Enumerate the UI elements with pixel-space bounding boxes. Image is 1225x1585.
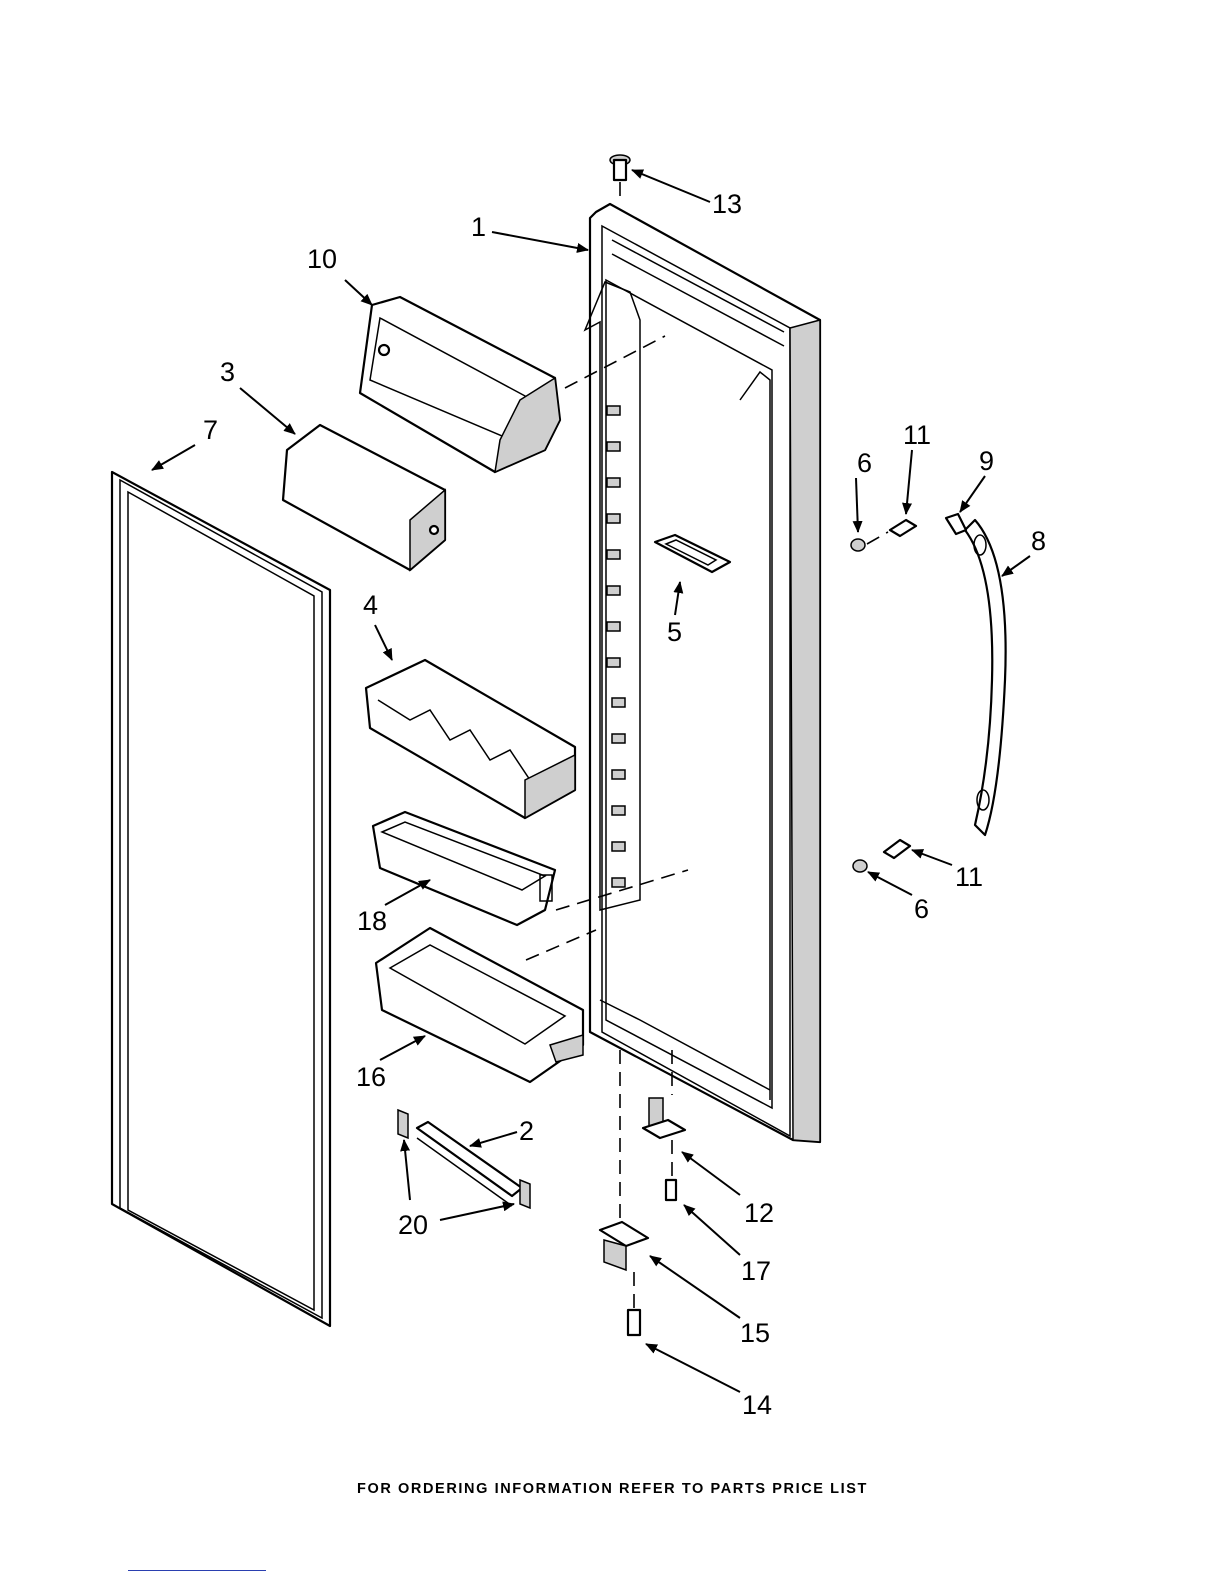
callout-5: 5 [667, 617, 682, 647]
ordering-information-footer: FOR ORDERING INFORMATION REFER TO PARTS … [0, 1481, 1225, 1497]
handle-spacer-part-6-bottom [853, 860, 867, 872]
bottom-link-underline[interactable] [128, 1570, 266, 1571]
callout-6-top: 6 [857, 448, 872, 478]
handle-screw-part-9 [946, 514, 966, 534]
callout-9: 9 [979, 446, 994, 476]
end-clip-part-20-right [520, 1180, 530, 1208]
callout-4: 4 [363, 590, 378, 620]
dairy-compartment-part-10 [360, 297, 560, 472]
handle-spacer-part-6-top [851, 539, 865, 551]
door-bin-large-part-16 [376, 928, 583, 1082]
callout-16: 16 [356, 1062, 386, 1092]
door-bin-part-18 [373, 812, 555, 925]
dairy-door-part-3 [283, 425, 445, 570]
end-clip-part-20-left [398, 1110, 408, 1138]
callout-17: 17 [741, 1256, 771, 1286]
callout-1: 1 [471, 212, 486, 242]
hinge-bracket-part-15 [600, 1222, 648, 1270]
hinge-screw-part-14 [628, 1310, 640, 1335]
callout-8: 8 [1031, 526, 1046, 556]
callout-11-bottom: 11 [955, 862, 983, 892]
handle-screw-part-11-top [890, 520, 916, 536]
callout-10: 10 [307, 244, 337, 274]
callout-3: 3 [220, 357, 235, 387]
door-gasket-part-7 [112, 472, 330, 1326]
callout-14: 14 [742, 1390, 772, 1420]
callout-20: 20 [398, 1210, 428, 1240]
callout-18: 18 [357, 906, 387, 936]
callout-7: 7 [203, 415, 218, 445]
handle-screw-part-11-bottom [884, 840, 910, 858]
can-rack-part-4 [366, 660, 575, 818]
callout-6-bottom: 6 [914, 894, 929, 924]
door-handle-part-8 [965, 520, 1006, 835]
door-plug-part-13 [610, 155, 630, 202]
callout-15: 15 [740, 1318, 770, 1348]
callout-2: 2 [519, 1116, 534, 1146]
callout-11-top: 11 [903, 420, 931, 450]
hinge-screw-part-17 [666, 1180, 676, 1200]
callout-12: 12 [744, 1198, 774, 1228]
callout-13: 13 [712, 189, 742, 219]
hinge-pin-part-12 [643, 1098, 685, 1138]
door-part-1 [585, 204, 820, 1142]
